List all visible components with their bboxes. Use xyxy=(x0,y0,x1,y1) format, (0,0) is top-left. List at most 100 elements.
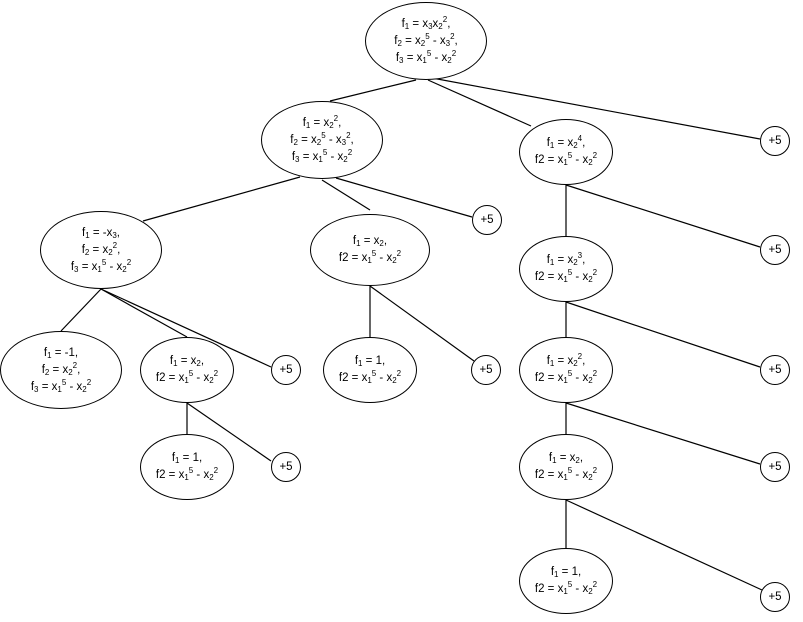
formula-part: - x xyxy=(572,372,589,384)
tree-node-n5: f1 = -1,f2 = x22,f3 = x15 - x22 xyxy=(0,331,122,409)
formula-part: = x xyxy=(299,150,319,163)
formula-part: 2 xyxy=(209,376,214,385)
formula-part: 2 xyxy=(86,377,92,387)
formula-part: , xyxy=(116,226,120,239)
formula-part: , xyxy=(454,34,458,47)
formula-part: , xyxy=(350,133,354,146)
formula-part: 2 xyxy=(68,367,73,377)
formula-part: = x xyxy=(38,380,58,393)
formula-part: 1 xyxy=(563,473,568,482)
formula-part: , xyxy=(582,355,586,367)
bonus-b-root: +5 xyxy=(760,126,790,156)
formula-part: 1 xyxy=(367,376,372,385)
formula-part: 3 xyxy=(341,137,347,147)
node-formula-line: f2 = x15 - x22 xyxy=(339,370,401,387)
formula-part: 1 xyxy=(549,141,555,150)
node-formula-line: f1 = x2, xyxy=(549,450,583,467)
formula-part: 2 xyxy=(379,239,384,248)
node-formula-line: f2 = x25 - x32, xyxy=(290,130,354,149)
formula-part: 2 xyxy=(196,359,201,368)
node-formula-line: f1 = x2, xyxy=(353,233,387,250)
tree-node-n1: f1 = x22,f2 = x25 - x32,f3 = x15 - x22 xyxy=(261,101,383,179)
tree-node-n6: f1 = x2,f2 = x15 - x22 xyxy=(140,337,234,403)
node-formula-line: f3 = x15 - x22 xyxy=(30,377,92,396)
node-formula-line: f1 = x2, xyxy=(170,353,204,370)
node-formula-line: f2 = x15 - x22 xyxy=(535,269,597,286)
formula-part: f xyxy=(352,235,357,247)
node-formula-line: f1 = x22, xyxy=(547,353,586,370)
formula-part: - x xyxy=(327,150,344,163)
formula-part: 1 xyxy=(422,55,427,65)
formula-part: 3 xyxy=(34,384,39,394)
formula-part: f2 = x xyxy=(155,469,185,481)
node-formula-line: f1 = x23, xyxy=(547,252,586,269)
formula-part: = x xyxy=(297,133,317,146)
formula-part: f xyxy=(30,380,35,393)
edge-n10-b-n10 xyxy=(565,402,761,465)
tree-node-n7: f1 = 1,f2 = x15 - x22 xyxy=(140,434,234,500)
formula-part: 5 xyxy=(425,31,430,41)
formula-part: 2 xyxy=(112,240,118,250)
formula-part: = -x xyxy=(89,226,113,239)
formula-part: f xyxy=(82,226,86,239)
tree-node-n8: f1 = 1,f2 = x15 - x22 xyxy=(323,337,417,403)
formula-part: = x xyxy=(403,51,423,64)
tree-node-n4: f1 = x2,f2 = x15 - x22 xyxy=(310,214,430,286)
formula-part: 2 xyxy=(577,352,583,361)
edge-n1-n4 xyxy=(321,179,371,211)
node-formula-line: f2 = x22, xyxy=(41,360,81,379)
formula-part: 1 xyxy=(554,570,559,579)
formula-part: 4 xyxy=(577,134,583,143)
bonus-b-n4: +5 xyxy=(471,355,501,385)
node-formula-line: f2 = x25 - x32, xyxy=(394,31,458,50)
formula-part: 1 xyxy=(404,21,410,31)
formula-part: = x xyxy=(89,243,109,256)
formula-part: 5 xyxy=(371,369,377,378)
node-formula-line: f1 = -1, xyxy=(44,345,78,362)
formula-part: 2 xyxy=(72,360,78,370)
formula-part: 1 xyxy=(47,350,52,360)
formula-part: 1 xyxy=(358,359,363,368)
formula-part: = x xyxy=(554,254,574,266)
formula-part: 1 xyxy=(563,275,568,284)
edge-n3-n5 xyxy=(60,288,102,332)
node-formula-line: f1 = x22, xyxy=(302,114,342,132)
formula-part: , xyxy=(338,116,342,129)
formula-part: 5 xyxy=(321,130,326,140)
formula-part: 3 xyxy=(445,38,451,48)
formula-part: = 1, xyxy=(362,355,386,367)
formula-part: 1 xyxy=(57,384,62,394)
formula-part: f xyxy=(546,254,550,266)
node-formula-line: f3 = x15 - x22 xyxy=(292,148,352,166)
formula-part: - x xyxy=(193,372,210,384)
formula-part: - x xyxy=(325,133,342,146)
formula-part: = x xyxy=(554,355,574,367)
formula-part: - x xyxy=(572,154,589,166)
edge-n2-b-n2 xyxy=(565,184,761,248)
formula-part: 2 xyxy=(588,158,593,167)
formula-part: f xyxy=(41,363,45,376)
formula-part: , xyxy=(447,17,451,30)
formula-part: , xyxy=(117,243,121,256)
formula-part: 2 xyxy=(573,258,578,267)
formula-part: - x xyxy=(376,252,393,264)
formula-part: 1 xyxy=(356,239,361,248)
formula-part: 5 xyxy=(188,466,194,475)
formula-part: , xyxy=(579,452,584,464)
formula-part: - x xyxy=(431,51,448,64)
formula-part: 2 xyxy=(84,247,90,257)
edge-n1-b-n1 xyxy=(335,177,473,218)
node-formula-line: f2 = x15 - x22 xyxy=(156,370,218,387)
formula-part: 2 xyxy=(592,369,598,378)
formula-part: = -1, xyxy=(51,346,79,359)
bonus-b-n10: +5 xyxy=(760,452,790,482)
formula-part: 1 xyxy=(305,120,311,130)
node-formula-line: f1 = 1, xyxy=(551,564,581,581)
formula-part: - x xyxy=(106,260,123,273)
formula-part: 1 xyxy=(318,154,323,164)
node-formula-line: f1 = x24, xyxy=(547,135,586,152)
formula-part: 2 xyxy=(592,466,598,475)
formula-part: 1 xyxy=(85,230,90,240)
formula-part: , xyxy=(582,254,586,266)
formula-part: f xyxy=(302,116,306,129)
